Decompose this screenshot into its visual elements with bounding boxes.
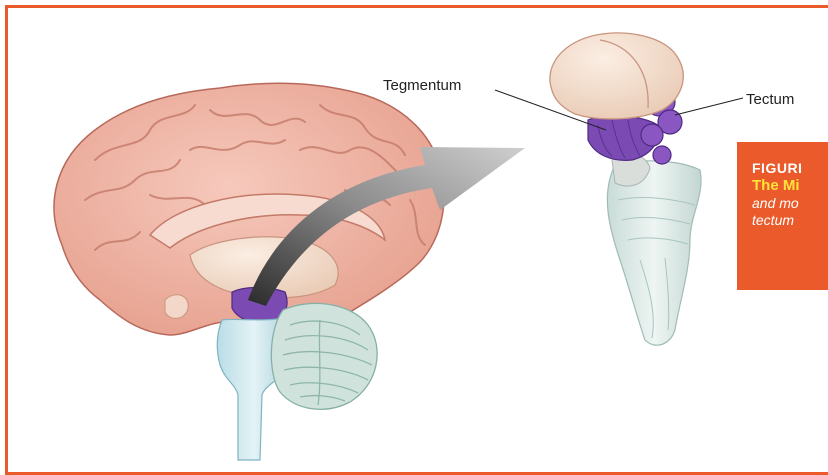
isolated-brainstem [550,33,701,345]
caption-figure-number: FIGURI [752,160,828,177]
medulla [607,161,701,345]
tegmentum-label: Tegmentum [383,78,461,93]
caption-title: The Mi [752,177,828,195]
figure-caption: FIGURI The Mi and mo tectum [737,142,828,290]
caption-text-line-1: and mo [752,195,828,212]
caption-text-line-2: tectum [752,212,828,229]
sagittal-brain [54,83,444,460]
cerebellum [271,303,377,409]
tectum-label: Tectum [746,92,794,107]
tectum-leader [675,98,743,115]
